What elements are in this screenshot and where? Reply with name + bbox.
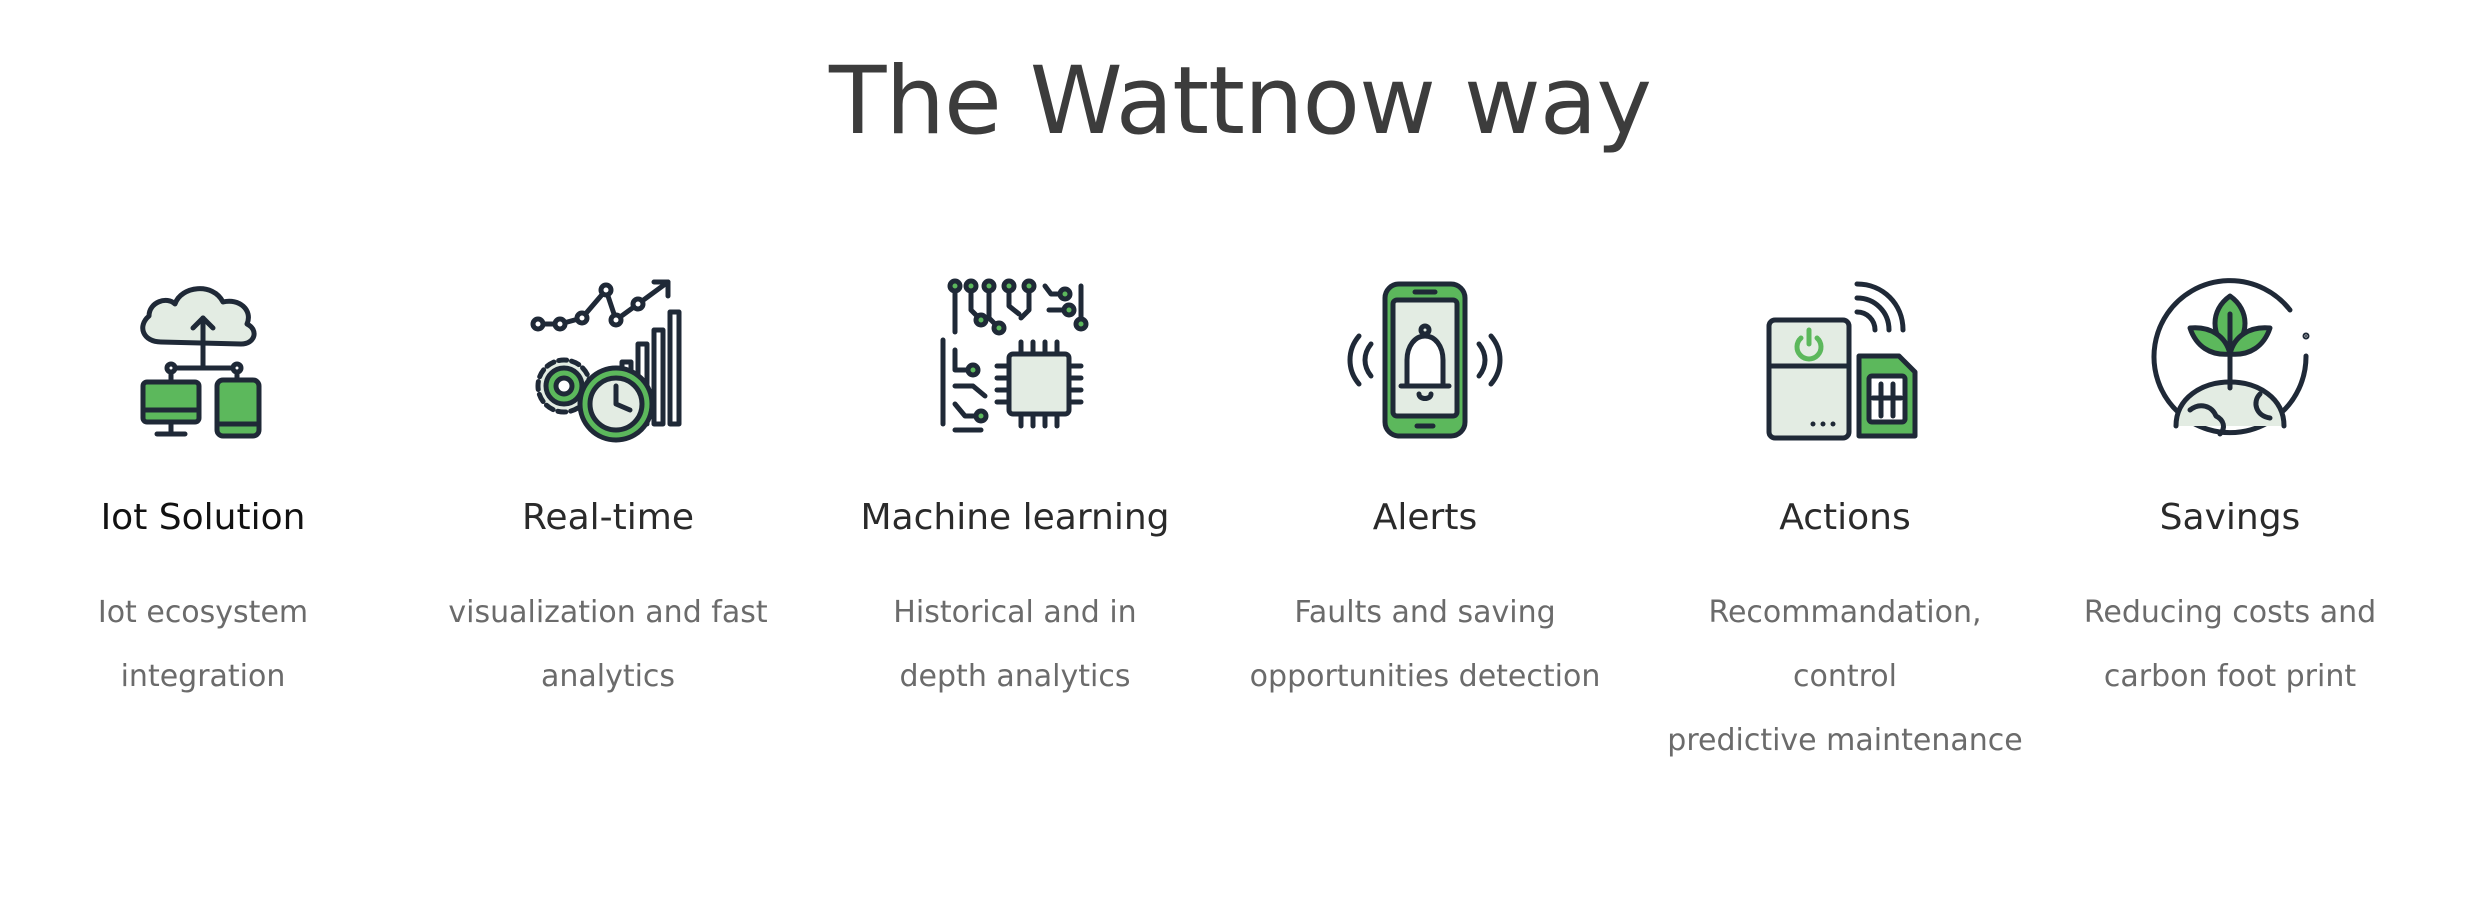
feature-description-line: Faults and saving xyxy=(1294,595,1556,631)
feature-description-line: integration xyxy=(120,659,286,695)
feature-iot-solution: Iot Solution Iot ecosystem integration xyxy=(13,270,393,709)
feature-description-line: Iot ecosystem xyxy=(97,595,309,631)
feature-description: Reducing costs and carbon foot print xyxy=(2040,581,2420,709)
feature-description: Historical and in depth analytics xyxy=(825,581,1205,709)
feature-actions: Actions Recommandation, control predicti… xyxy=(1655,270,2035,773)
feature-description-line: opportunities detection xyxy=(1249,659,1601,695)
feature-title: Machine learning xyxy=(860,497,1170,538)
feature-title: Actions xyxy=(1779,497,1911,538)
cloud-devices-icon xyxy=(113,270,293,450)
feature-description: Iot ecosystem integration xyxy=(13,581,393,709)
smart-meter-icon xyxy=(1755,270,1935,450)
feature-description-line: predictive maintenance xyxy=(1667,723,2023,759)
feature-real-time: Real-time visualization and fast analyti… xyxy=(418,270,798,709)
feature-description: Recommandation, control predictive maint… xyxy=(1655,581,2035,773)
feature-description-line: Reducing costs and xyxy=(2083,595,2377,631)
feature-machine-learning: Machine learning Historical and in depth… xyxy=(825,270,1205,709)
feature-alerts: Alerts Faults and saving opportunities d… xyxy=(1235,270,1615,709)
circuit-chip-icon xyxy=(925,270,1105,450)
section-title: The Wattnow way xyxy=(829,47,1652,156)
feature-title: Alerts xyxy=(1372,497,1478,538)
feature-description-line: depth analytics xyxy=(899,659,1131,695)
feature-description-line: analytics xyxy=(540,659,676,695)
feature-title: Real-time xyxy=(522,497,694,538)
globe-leaf-icon xyxy=(2140,270,2320,450)
feature-description-line: Historical and in xyxy=(893,595,1137,631)
feature-description: Faults and saving opportunities detectio… xyxy=(1235,581,1615,709)
feature-savings: Savings Reducing costs and carbon foot p… xyxy=(2040,270,2420,709)
feature-description-line: Recommandation, control xyxy=(1708,595,1982,695)
realtime-chart-icon xyxy=(518,270,698,450)
feature-description-line: visualization and fast xyxy=(448,595,768,631)
feature-title: Savings xyxy=(2159,497,2301,538)
feature-title: Iot Solution xyxy=(100,497,306,538)
feature-description: visualization and fast analytics xyxy=(418,581,798,709)
phone-bell-icon xyxy=(1335,270,1515,450)
feature-description-line: carbon foot print xyxy=(2103,659,2357,695)
